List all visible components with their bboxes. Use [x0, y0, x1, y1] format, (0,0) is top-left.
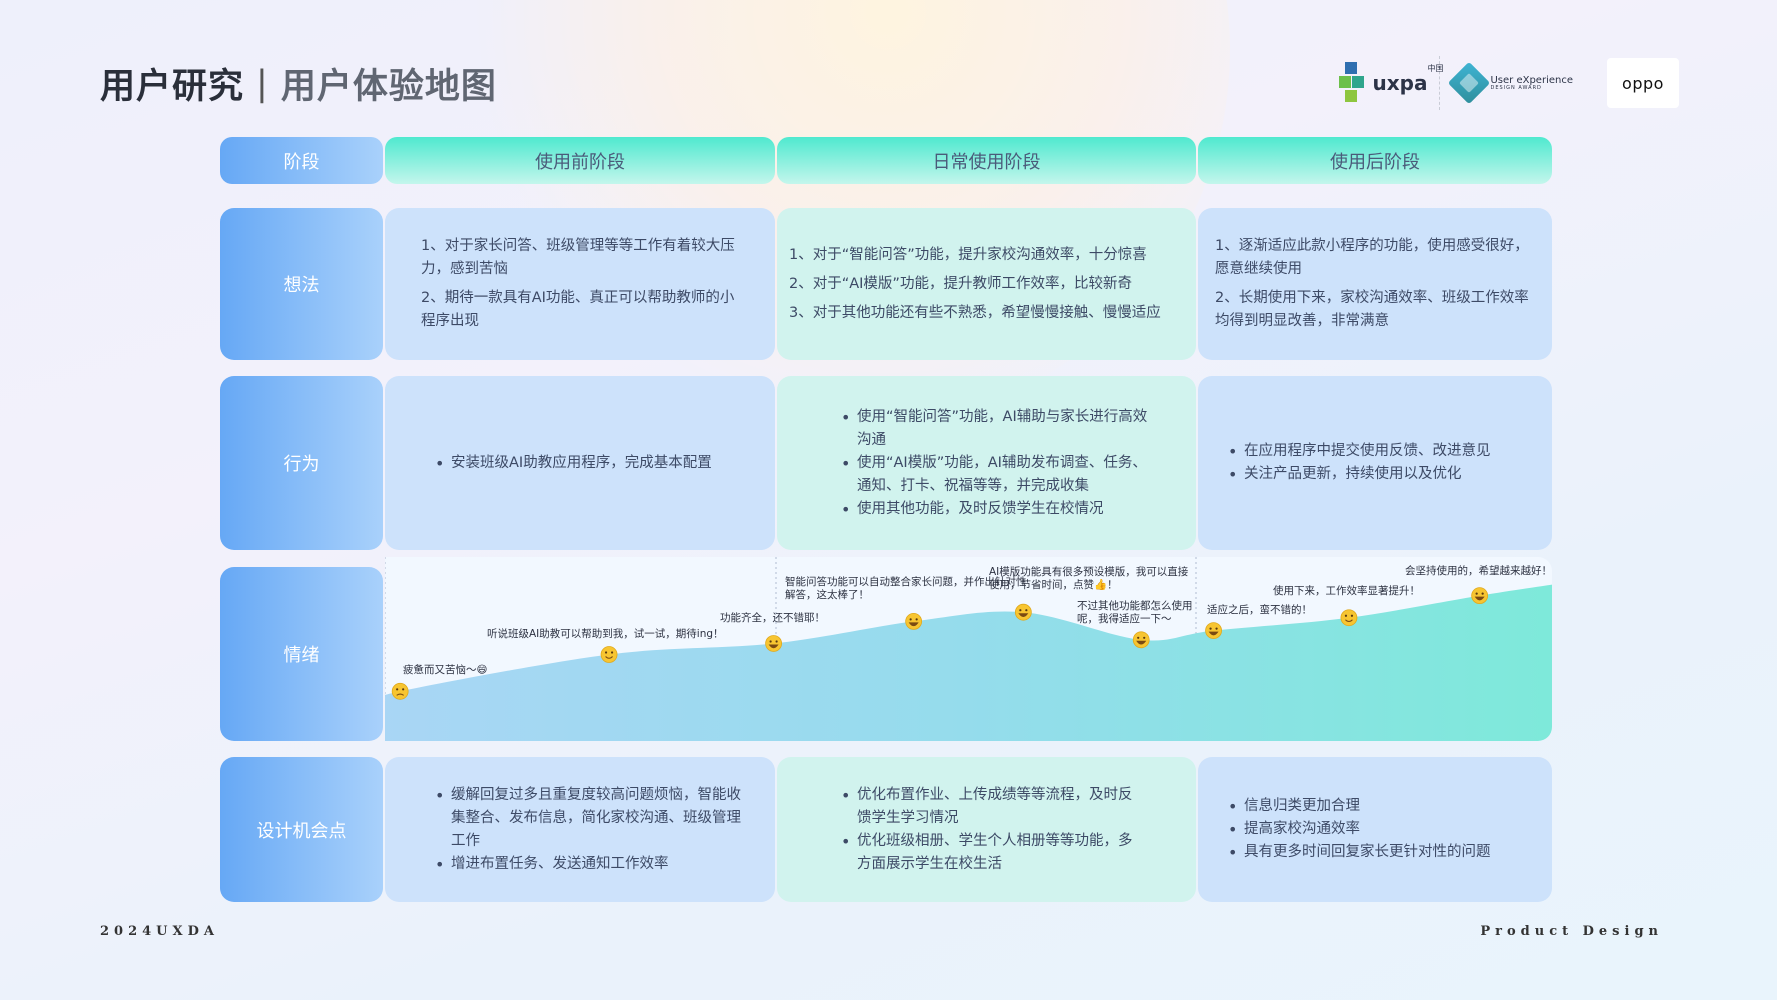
- behavior-daily: 使用“智能问答”功能，AI辅助与家长进行高效沟通 使用“AI模版”功能，AI辅助…: [777, 376, 1196, 550]
- list-item: 关注产品更新，持续使用以及优化: [1228, 463, 1532, 486]
- footer-left: 2024UXDA: [100, 924, 219, 939]
- emotion-faces: [391, 587, 1489, 700]
- stage-daily: 日常使用阶段: [777, 137, 1196, 184]
- thought-text: 2、期待一款具有AI功能、真正可以帮助教师的小程序出现: [421, 290, 735, 329]
- list-item: 信息归类更加合理: [1228, 795, 1532, 818]
- list-item: 增进布置任务、发送通知工作效率: [435, 853, 745, 876]
- emoji-face-icon: [1471, 587, 1489, 605]
- thoughts-daily: 1、对于“智能问答”功能，提升家校沟通效率，十分惊喜 2、对于“AI模版”功能，…: [777, 208, 1196, 360]
- list-item: 缓解回复过多且重复度较高问题烦恼，智能收集整合、发布信息，简化家校沟通、班级管理…: [435, 784, 745, 853]
- title-main: 用户研究: [100, 67, 245, 107]
- emotion-note-line: 呢，我得适应一下～: [1077, 612, 1172, 625]
- emotion-curve: 疲惫而又苦恼～😄 听说班级AI助教可以帮助到我，试一试，期待ing！ 功能齐全，…: [385, 557, 1552, 741]
- emotion-annotations: 疲惫而又苦恼～😄 听说班级AI助教可以帮助到我，试一试，期待ing！ 功能齐全，…: [403, 564, 1552, 676]
- emotion-note: 功能齐全，还不错耶！: [720, 611, 825, 624]
- emotion-note-line: AI模版功能具有很多预设模版，我可以直接: [989, 565, 1189, 578]
- emotion-note: 使用下来，工作效率显著提升！: [1273, 584, 1420, 597]
- uxpa-text: uxpa: [1372, 71, 1428, 95]
- emotion-area: [385, 584, 1552, 741]
- emotion-note-line: 使用，节省时间，点赞👍！: [989, 578, 1118, 591]
- behavior-before: 安装班级AI助教应用程序，完成基本配置: [385, 376, 775, 550]
- thought-text: 1、逐渐适应此款小程序的功能，使用感受很好，愿意继续使用: [1215, 238, 1529, 277]
- list-item: 使用其他功能，及时反馈学生在校情况: [841, 498, 1156, 521]
- emoji-face-icon: [391, 682, 409, 700]
- emotion-note-line: 解答，这太棒了！: [785, 588, 869, 601]
- emotion-note: 不过其他功能都怎么使用呢，我得适应一下～: [1077, 599, 1193, 625]
- behavior-after: 在应用程序中提交使用反馈、改进意见 关注产品更新，持续使用以及优化: [1198, 376, 1552, 550]
- emotion-note: 适应之后，蛮不错的！: [1207, 603, 1312, 616]
- emoji-face-icon: [905, 613, 923, 630]
- thoughts-after: 1、逐渐适应此款小程序的功能，使用感受很好，愿意继续使用 2、长期使用下来，家校…: [1198, 208, 1552, 360]
- footer-right: Product Design: [1480, 924, 1663, 939]
- emoji-face-icon: [1205, 622, 1222, 639]
- list-item: 优化布置作业、上传成绩等等流程，及时反馈学生学习情况: [841, 784, 1146, 830]
- ux-award-line1: User eXperience: [1490, 74, 1573, 86]
- uxpa-tag: 中国: [1427, 64, 1444, 73]
- thought-text: 2、长期使用下来，家校沟通效率、班级工作效率均得到明显改善，非常满意: [1215, 290, 1529, 329]
- emoji-face-icon: [1014, 603, 1032, 621]
- thought-text: 1、对于“智能问答”功能，提升家校沟通效率，十分惊喜: [789, 246, 1147, 263]
- emotion-note: 疲惫而又苦恼～😄: [403, 663, 487, 676]
- list-item: 安装班级AI助教应用程序，完成基本配置: [435, 452, 755, 475]
- design-after: 信息归类更加合理 提高家校沟通效率 具有更多时间回复家长更针对性的问题: [1198, 757, 1552, 902]
- oppo-logo: oppo: [1607, 58, 1679, 108]
- emotion-note: AI模版功能具有很多预设模版，我可以直接使用，节省时间，点赞👍！: [989, 565, 1189, 591]
- stage-label: 阶段: [220, 137, 383, 184]
- ux-award-diamond-icon: [1448, 61, 1491, 105]
- thought-text: 1、对于家长问答、班级管理等等工作有着较大压力，感到苦恼: [421, 238, 735, 277]
- list-item: 优化班级相册、学生个人相册等等功能，多方面展示学生在校生活: [841, 830, 1146, 876]
- list-item: 在应用程序中提交使用反馈、改进意见: [1228, 440, 1532, 463]
- emoji-face-icon: [1340, 609, 1358, 627]
- emotion-label: 情绪: [220, 567, 383, 741]
- title-separator: |: [256, 63, 269, 104]
- list-item: 使用“智能问答”功能，AI辅助与家长进行高效沟通: [841, 406, 1156, 452]
- design-label: 设计机会点: [220, 757, 383, 902]
- thought-text: 3、对于其他功能还有些不熟悉，希望慢慢接触、慢慢适应: [789, 304, 1161, 321]
- uxpa-cubes-icon: [1338, 62, 1369, 104]
- emoji-face-icon: [600, 646, 618, 663]
- page-title: 用户研究 | 用户体验地图: [100, 58, 497, 109]
- title-sub: 用户体验地图: [280, 67, 497, 107]
- list-item: 具有更多时间回复家长更针对性的问题: [1228, 841, 1532, 864]
- design-before: 缓解回复过多且重复度较高问题烦恼，智能收集整合、发布信息，简化家校沟通、班级管理…: [385, 757, 775, 902]
- design-daily: 优化布置作业、上传成绩等等流程，及时反馈学生学习情况 优化班级相册、学生个人相册…: [777, 757, 1196, 902]
- ux-award-line2: DESIGN AWARD: [1490, 84, 1542, 91]
- thoughts-before: 1、对于家长问答、班级管理等等工作有着较大压力，感到苦恼 2、期待一款具有AI功…: [385, 208, 775, 360]
- emoji-face-icon: [1132, 631, 1150, 649]
- emotion-note-line: 不过其他功能都怎么使用: [1077, 599, 1193, 612]
- thought-text: 2、对于“AI模版”功能，提升教师工作效率，比较新奇: [789, 275, 1132, 292]
- list-item: 提高家校沟通效率: [1228, 818, 1532, 841]
- emoji-face-icon: [765, 635, 783, 652]
- behavior-label: 行为: [220, 376, 383, 550]
- emotion-note-line: 智能问答功能可以自动整合家长问题，并作出针对性: [785, 575, 1027, 588]
- stage-before: 使用前阶段: [385, 137, 775, 184]
- stage-after: 使用后阶段: [1198, 137, 1552, 184]
- thoughts-label: 想法: [220, 208, 383, 360]
- emotion-note: 听说班级AI助教可以帮助到我，试一试，期待ing！: [487, 627, 724, 640]
- emotion-note: 智能问答功能可以自动整合家长问题，并作出针对性解答，这太棒了！: [785, 575, 1027, 601]
- list-item: 使用“AI模版”功能，AI辅助发布调查、任务、通知、打卡、祝福等等，并完成收集: [841, 452, 1156, 498]
- emotion-curve-panel: 疲惫而又苦恼～😄 听说班级AI助教可以帮助到我，试一试，期待ing！ 功能齐全，…: [385, 557, 1552, 741]
- emotion-note: 会坚持使用的，希望越来越好！: [1405, 564, 1552, 577]
